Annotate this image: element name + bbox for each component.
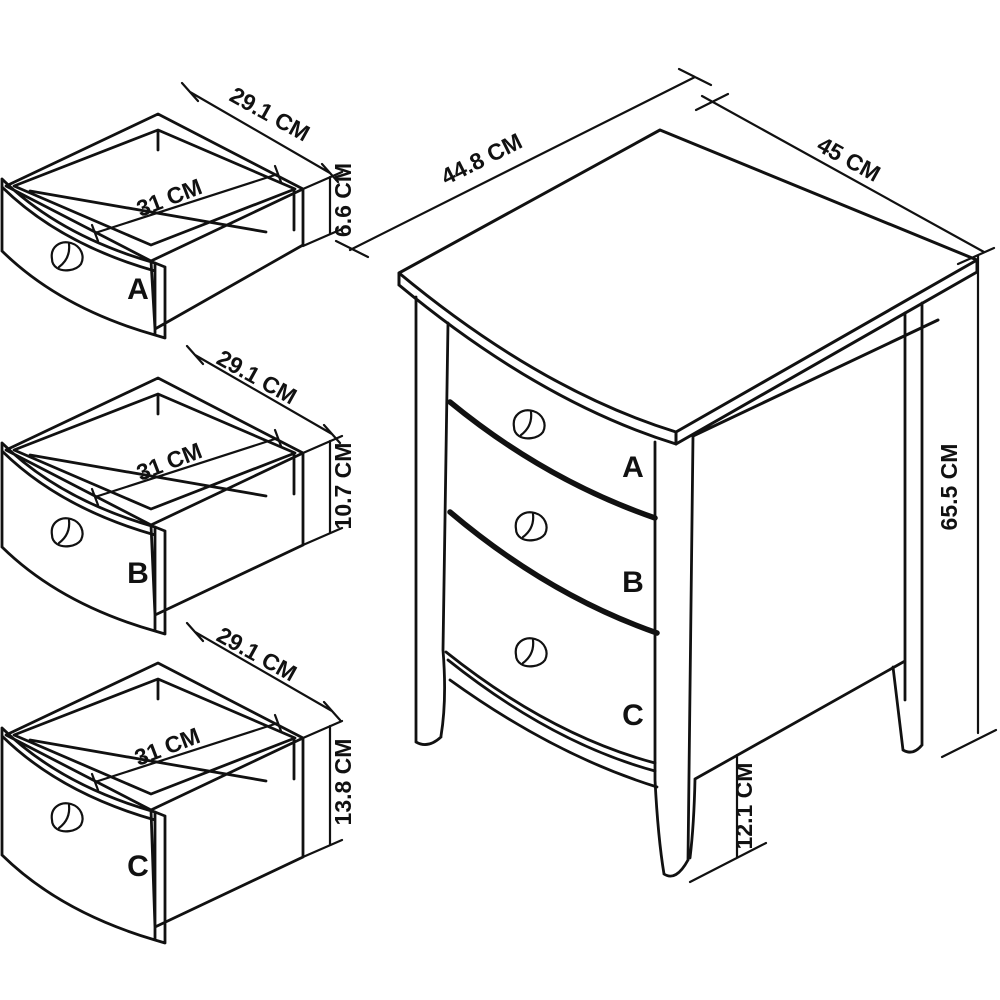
drawer-a-width-dimension: 29.1 CM — [226, 82, 315, 147]
drawer-a-label: A — [127, 273, 149, 306]
cabinet-depth-dimension: 44.8 CM — [437, 128, 526, 190]
drawer-b-outline — [0, 376, 305, 636]
cabinet-drawer-c-label: C — [622, 699, 644, 732]
drawer-c-dimension-lines — [90, 621, 344, 859]
drawer-a-outline — [0, 112, 305, 340]
drawer-a-dimension-lines — [90, 81, 344, 248]
drawer-unit-c: C 29.1 CM 31 CM 13.8 CM — [0, 621, 356, 945]
cabinet-leg-height-dimension: 12.1 CM — [731, 763, 757, 850]
cabinet-drawer-a-label: A — [622, 451, 644, 484]
cabinet-drawer-divider-arcs — [447, 399, 660, 636]
drawer-b-knob — [50, 517, 84, 548]
cabinet-height-dimension: 65.5 CM — [936, 444, 962, 531]
drawer-b-dimension-lines — [90, 344, 344, 547]
cabinet-tabletop — [397, 128, 979, 446]
drawer-a-height-dimension: 6.6 CM — [330, 163, 356, 237]
drawer-b-label: B — [127, 557, 149, 590]
drawer-unit-a: A 29.1 CM 31 CM 6.6 CM — [0, 81, 356, 340]
cabinet-drawer-knobs — [512, 409, 548, 668]
drawer-b-width-dimension: 29.1 CM — [213, 345, 302, 410]
drawer-a-knob — [50, 241, 84, 272]
drawer-c-height-dimension: 13.8 CM — [330, 739, 356, 826]
drawer-c-label: C — [127, 850, 149, 883]
drawer-c-outline — [0, 661, 305, 945]
drawer-unit-b: B 29.1 CM 31 CM 10.7 CM — [0, 344, 356, 636]
cabinet-drawer-b-label: B — [622, 566, 644, 599]
cabinet-unit: A B C 44.8 CM 45 CM 65.5 CM 12.1 CM — [334, 67, 998, 884]
cabinet-apron-arcs — [444, 650, 659, 789]
drawer-c-width-dimension: 29.1 CM — [213, 622, 302, 687]
drawer-b-height-dimension: 10.7 CM — [330, 443, 356, 530]
cabinet-dimension-lines — [334, 67, 998, 884]
drawer-c-knob — [50, 802, 84, 833]
cabinet-body — [414, 295, 924, 878]
